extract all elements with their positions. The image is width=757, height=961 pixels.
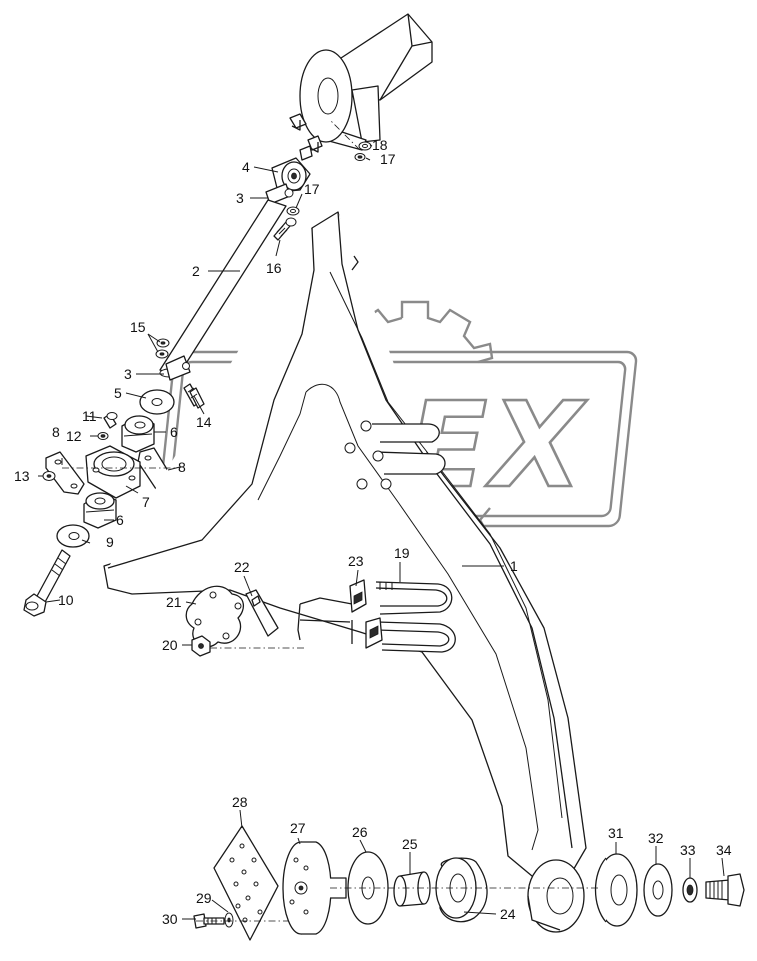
spacer-26 (347, 851, 389, 925)
callout-7: 7 (142, 494, 150, 510)
rubber-bushing-lower (83, 492, 117, 529)
lock-washer-33 (682, 877, 698, 903)
callout-25: 25 (402, 836, 418, 852)
rubber-bushing-upper (121, 415, 155, 453)
washer-9 (56, 524, 90, 548)
plate-28 (213, 825, 279, 941)
callout-19: 19 (394, 545, 410, 561)
nut-20 (191, 635, 211, 657)
callout-28: 28 (232, 794, 248, 810)
callout-16: 16 (266, 260, 282, 276)
callout-13: 13 (14, 468, 30, 484)
callout-27: 27 (290, 820, 306, 836)
callout-26: 26 (352, 824, 368, 840)
callout-14: 14 (196, 414, 212, 430)
clamp-plate-left (45, 451, 85, 495)
callout-24: 24 (500, 906, 516, 922)
lower-clamp (165, 355, 191, 381)
callout-5: 5 (114, 385, 122, 401)
leader-lines (38, 144, 725, 920)
callout-3: 3 (236, 190, 244, 206)
callout-21: 21 (166, 594, 182, 610)
callout-labels: 1 2 3 3 4 5 6 6 7 8 8 9 10 11 12 13 14 1… (14, 137, 732, 927)
callout-10: 10 (58, 592, 74, 608)
callout-31: 31 (608, 825, 624, 841)
washer-29 (224, 912, 248, 928)
u-bolt-clamp-upper (344, 420, 446, 490)
callout-15: 15 (130, 319, 146, 335)
callout-8: 8 (178, 459, 186, 475)
bushing-31 (594, 853, 638, 927)
callout-18: 18 (372, 137, 388, 153)
nut-13 (42, 471, 56, 481)
callout-11: 11 (82, 408, 97, 424)
flange-hub-27 (282, 841, 347, 935)
bushing-housing (85, 445, 141, 499)
washer-17 (286, 206, 300, 216)
callout-6: 6 (170, 424, 178, 440)
bolt-11 (103, 412, 118, 429)
u-bolt-19 (375, 581, 453, 615)
callout-17: 17 (380, 151, 396, 167)
callout-32: 32 (648, 830, 664, 846)
washer-5 (139, 389, 175, 415)
clip-23 (349, 579, 383, 649)
callout-9: 9 (106, 534, 114, 550)
rubber-bearing-24 (435, 857, 488, 923)
assembly-centerlines (62, 119, 600, 922)
mounting-plate-21 (185, 585, 244, 648)
callout-6: 6 (116, 512, 124, 528)
key-22 (245, 589, 279, 637)
callout-20: 20 (162, 637, 178, 653)
callout-29: 29 (196, 890, 212, 906)
callout-12: 12 (66, 428, 82, 444)
bolt-34 (705, 873, 745, 907)
washer-12 (97, 432, 109, 440)
nuts-15 (155, 338, 170, 359)
callout-2: 2 (192, 263, 200, 279)
callout-1: 1 (510, 558, 518, 574)
long-bolt-10 (23, 549, 71, 617)
main-frame (103, 211, 587, 933)
callout-34: 34 (716, 842, 732, 858)
u-bolt-lower (377, 621, 456, 653)
callout-17: 17 (304, 181, 320, 197)
callout-3: 3 (124, 366, 132, 382)
callout-30: 30 (162, 911, 178, 927)
callout-8: 8 (52, 424, 60, 440)
bolt-16 (273, 217, 297, 241)
callout-23: 23 (348, 553, 364, 569)
callout-33: 33 (680, 842, 696, 858)
upper-mount-bracket (289, 13, 433, 161)
sleeve-25 (393, 871, 431, 907)
callout-22: 22 (234, 559, 250, 575)
washer-32 (643, 863, 673, 917)
callout-4: 4 (242, 159, 250, 175)
